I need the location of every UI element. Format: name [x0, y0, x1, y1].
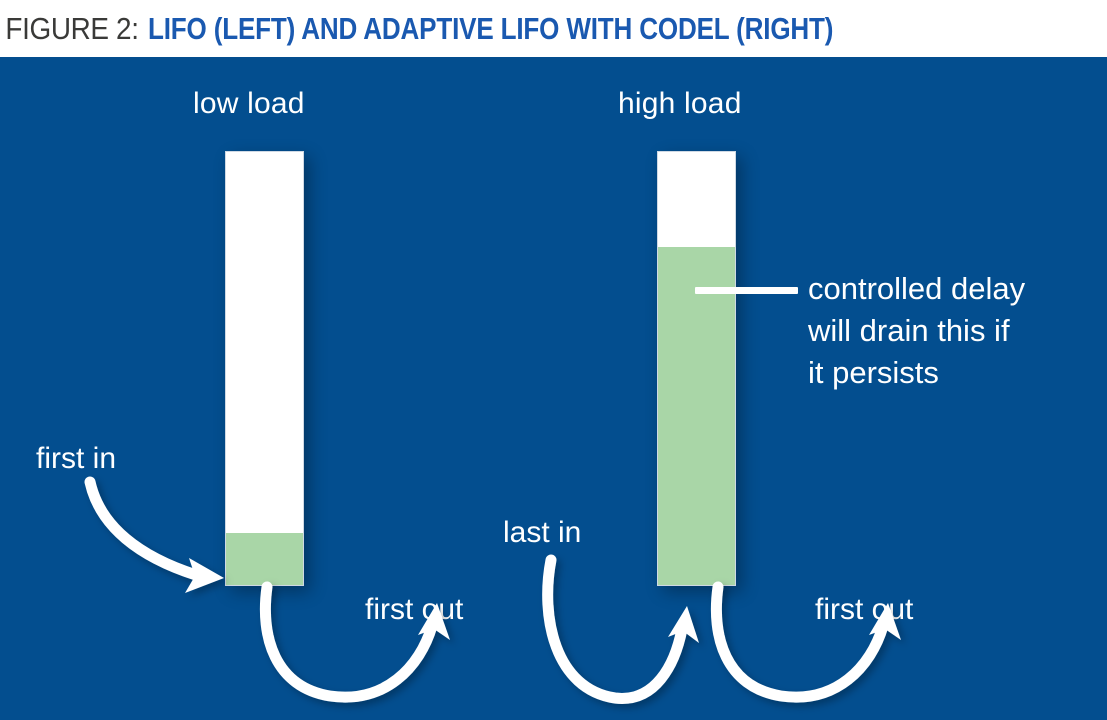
arrow-first-in [84, 476, 224, 593]
annotation-line-1: controlled delay [808, 271, 1026, 306]
queue-fill-low-load [226, 533, 303, 585]
first-out-right-label: first out [815, 593, 914, 626]
diagram-panel: low load high load controlled delay will… [0, 57, 1107, 720]
figure-caption-prefix: FIGURE 2: [5, 10, 139, 46]
figure-caption-title: LIFO (LEFT) AND ADAPTIVE LIFO WITH CODEL… [147, 10, 834, 46]
queue-bar-low-load [225, 151, 304, 586]
controlled-delay-annotation: controlled delay will drain this if it p… [808, 268, 1098, 394]
low-load-title: low load [193, 87, 305, 120]
high-load-title: high load [618, 87, 742, 120]
figure-caption: FIGURE 2: LIFO (LEFT) AND ADAPTIVE LIFO … [0, 0, 1107, 57]
first-in-label: first in [36, 442, 117, 475]
queue-bar-high-load [657, 151, 736, 586]
annotation-line-2: will drain this if [808, 313, 1010, 348]
first-out-left-label: first out [365, 593, 464, 626]
queue-fill-high-load [658, 247, 735, 585]
annotation-leader-line [695, 287, 798, 294]
annotation-line-3: it persists [808, 355, 939, 390]
last-in-label: last in [503, 516, 582, 549]
